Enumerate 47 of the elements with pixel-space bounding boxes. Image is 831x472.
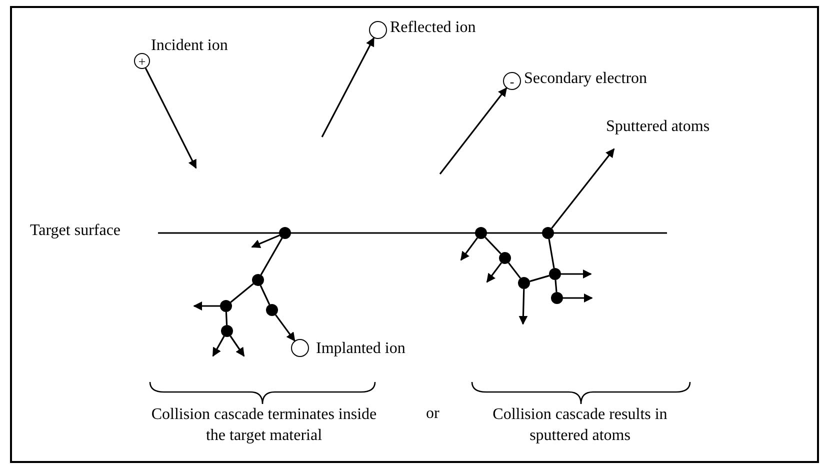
arrow [460,237,478,261]
arrow [563,294,593,302]
arrow [561,270,592,278]
collision-path [230,283,254,303]
atom-dot [252,274,264,286]
particle-label: Implanted ion [316,340,406,358]
caption-text: Collision cascade terminates inside the target material [150,405,378,446]
arrow [212,336,225,357]
atom-dot [542,227,554,239]
arrow [251,234,280,248]
collision-path [260,238,283,276]
arrow [193,302,220,310]
arrow [518,288,528,325]
collision-path [484,236,502,254]
arrow [274,314,296,342]
particle-label: Secondary electron [524,70,648,88]
atom-dot [279,227,291,239]
arrow [144,68,197,169]
particle-label: Reflected ion [390,19,476,38]
atom-dot [221,325,233,337]
atom-dot [220,300,232,312]
collision-path [225,312,228,326]
collision-path [508,262,522,279]
arrow [486,262,502,283]
collision-path [260,285,270,305]
separator-word: or [426,405,440,424]
arrow [321,37,374,138]
arrow [439,87,508,174]
collision-path [548,238,555,268]
arrow [230,336,245,357]
atom-dot [549,268,561,280]
atom-dot [518,277,530,289]
arrow [551,148,615,229]
ion-circle: - [503,72,521,90]
atom-dot [475,227,487,239]
collision-path [554,280,558,292]
atom-dot [551,292,563,304]
particle-label: Sputtered atoms [606,118,710,136]
caption-text: Collision cascade results in sputtered atoms [492,405,668,446]
ion-circle [291,339,309,357]
ion-circle [369,21,387,39]
ion-circle: + [134,53,150,69]
collision-path [530,274,550,282]
atom-dot [266,304,278,316]
particle-label: Incident ion [151,37,228,56]
atom-dot [499,252,511,264]
surface-label: Target surface [30,222,121,240]
